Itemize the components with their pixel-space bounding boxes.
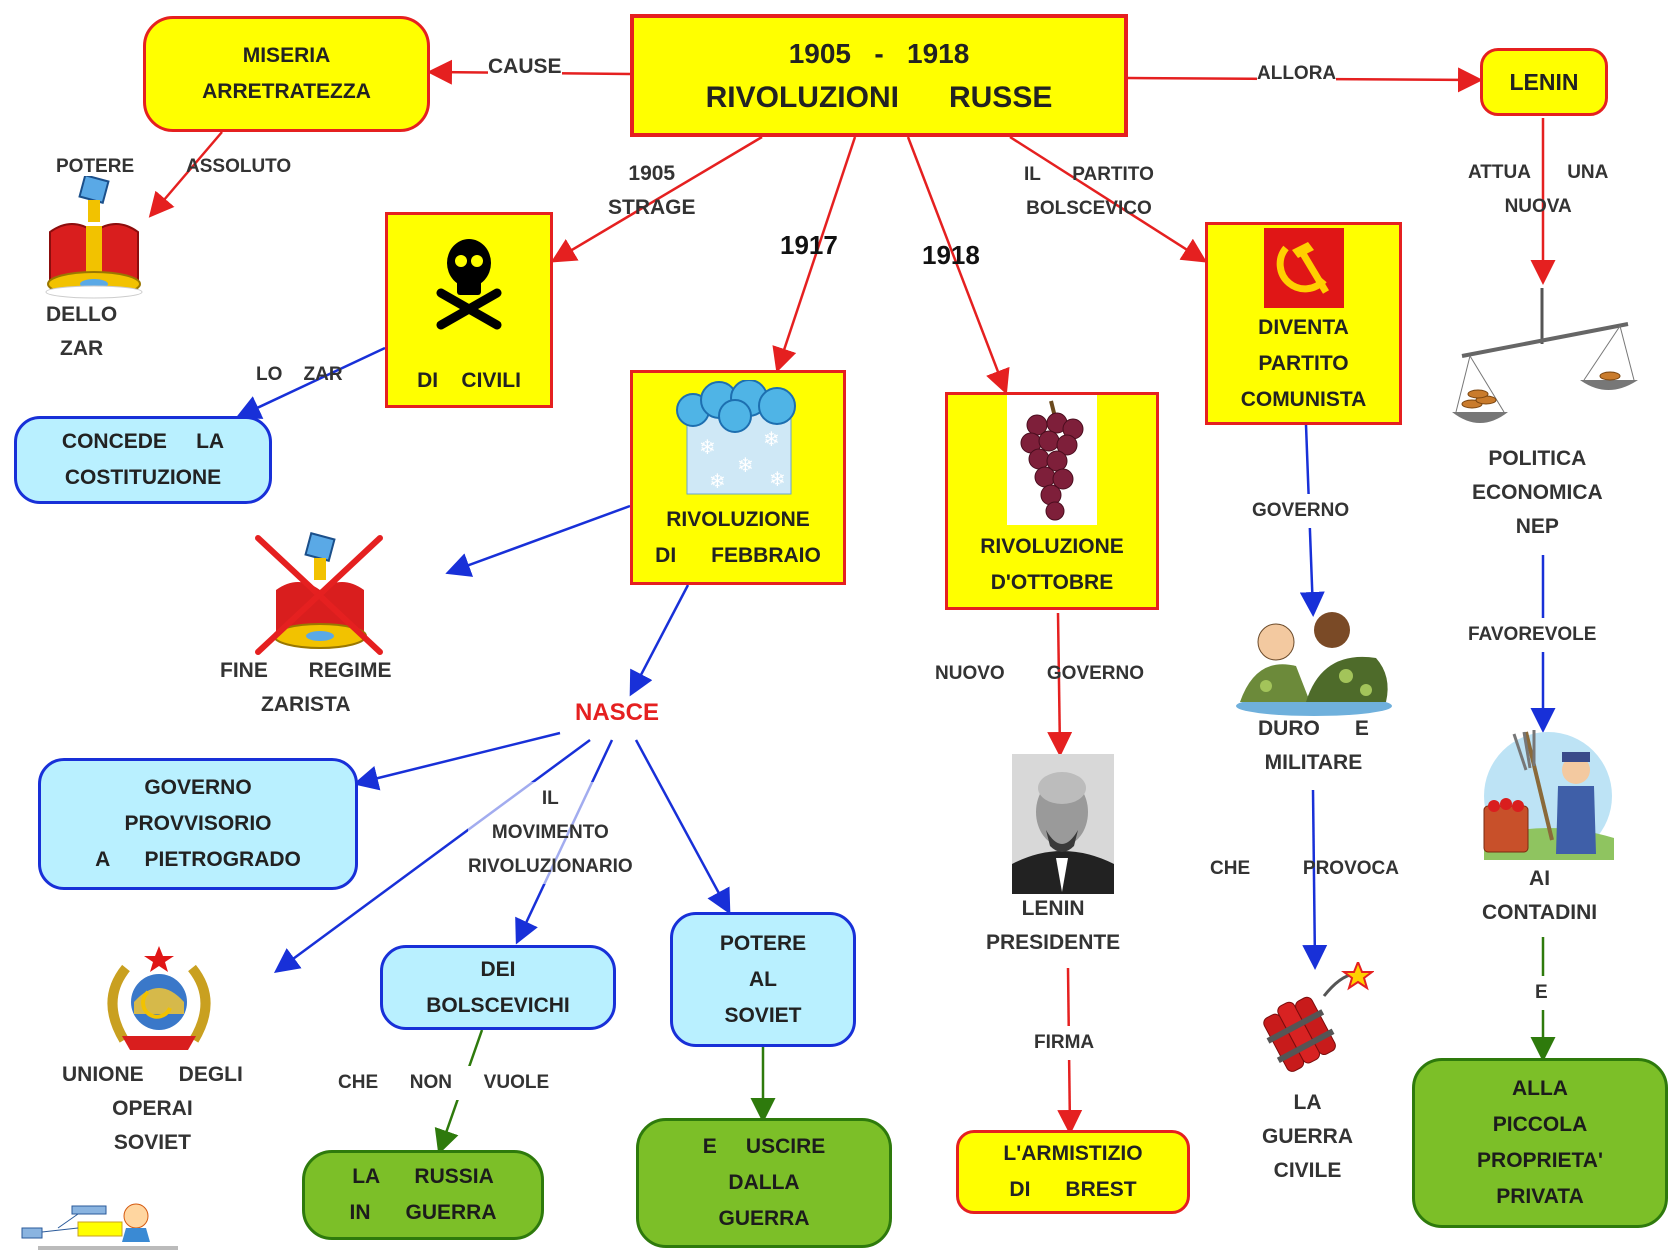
label-che-provoca: CHE PROVOCA [1210, 858, 1399, 879]
label-potere: POTERE [56, 156, 135, 177]
label-duro-militare: DURO E MILITARE [1258, 717, 1369, 774]
label-guerra-civile: LA GUERRA CIVILE [1262, 1091, 1354, 1182]
miseria-box[interactable]: MISERIA ARRETRATEZZA [143, 16, 430, 132]
farmer-icon [1483, 730, 1614, 860]
label-cause: CAUSE [488, 50, 562, 84]
piccola-proprieta-box[interactable]: ALLA PICCOLA PROPRIETA' PRIVATA [1412, 1058, 1668, 1228]
dynamite-icon [1263, 962, 1374, 1072]
label-dello-zar: DELLO ZAR [46, 303, 118, 360]
title-box[interactable]: 1905 - 1918 RIVOLUZIONI RUSSE [630, 14, 1128, 137]
label-governo: GOVERNO [1252, 494, 1350, 528]
lenin-top-box[interactable]: LENIN [1480, 48, 1608, 116]
label-il-partito: IL PARTITO BOLSCEVICO [1024, 164, 1154, 219]
label-1918: 1918 [922, 240, 980, 270]
skull-icon [436, 239, 502, 330]
lenin-portrait-icon [1012, 754, 1114, 894]
civili-label: DI CIVILI [417, 369, 521, 392]
logo-icon [21, 1203, 178, 1250]
svg-text:❄: ❄ [737, 453, 754, 477]
governo-provvisorio-box[interactable]: GOVERNO PROVVISORIO A PIETROGRADO [38, 758, 358, 890]
label-fine-regime: FINE REGIME ZARISTA [220, 659, 392, 716]
uscire-guerra-box[interactable]: E USCIRE DALLA GUERRA [636, 1118, 892, 1248]
label-e: E [1535, 976, 1548, 1010]
ussr-emblem-icon [107, 946, 211, 1050]
label-1917: 1917 [780, 230, 838, 260]
label-allora: ALLORA [1257, 57, 1337, 91]
potere-soviet-box[interactable]: POTERE AL SOVIET [670, 912, 856, 1047]
label-che-non-vuole: CHE NON VUOLE [338, 1066, 550, 1100]
label-firma: FIRMA [1034, 1026, 1095, 1060]
label-politica-nep: POLITICA ECONOMICA NEP [1472, 447, 1603, 538]
snow-cloud-icon: ❄ ❄ ❄ ❄ ❄ [676, 380, 796, 495]
label-unione: UNIONE DEGLI OPERAI SOVIET [62, 1063, 243, 1154]
febbraio-box[interactable]: ❄ ❄ ❄ ❄ ❄ RIVOLUZIONE DI FEBBRAIO [630, 370, 846, 585]
svg-text:❄: ❄ [699, 435, 716, 459]
bolscevichi-box[interactable]: DEI BOLSCEVICHI [380, 945, 616, 1030]
label-attua-nuova: ATTUA UNA NUOVA [1468, 162, 1609, 217]
label-ai-contadini: AI CONTADINI [1482, 867, 1598, 924]
label-nasce: NASCE [575, 699, 660, 726]
label-lo-zar: LO ZAR [256, 364, 343, 385]
comunista-box[interactable]: DIVENTA PARTITO COMUNISTA [1205, 222, 1402, 425]
crown-icon [45, 176, 143, 299]
civili-box[interactable]: DI CIVILI [385, 212, 553, 408]
label-movimento: IL MOVIMENTO RIVOLUZIONARIO [468, 782, 633, 884]
soldiers-icon [1236, 612, 1392, 716]
svg-text:❄: ❄ [709, 469, 726, 493]
hammer-sickle-icon [1263, 228, 1344, 308]
label-nuovo-governo: NUOVO GOVERNO [935, 663, 1145, 684]
scale-icon [1452, 288, 1638, 423]
ottobre-box[interactable]: RIVOLUZIONE D'OTTOBRE [945, 392, 1159, 610]
label-assoluto: ASSOLUTO [186, 156, 292, 177]
title-main: RIVOLUZIONI RUSSE [705, 80, 1053, 114]
crossed-crown-icon [255, 532, 383, 655]
svg-text:❄: ❄ [763, 427, 780, 451]
label-lenin-presidente: LENIN PRESIDENTE [986, 897, 1121, 954]
comunista-label: DIVENTA PARTITO COMUNISTA [1240, 316, 1367, 411]
russia-guerra-box[interactable]: LA RUSSIA IN GUERRA [302, 1150, 544, 1240]
ottobre-label: RIVOLUZIONE D'OTTOBRE [980, 535, 1124, 594]
armistizio-box[interactable]: L'ARMISTIZIO DI BREST [956, 1130, 1190, 1214]
svg-text:❄: ❄ [769, 467, 786, 491]
title-years: 1905 - 1918 [788, 37, 970, 69]
grapes-icon [1007, 395, 1097, 525]
febbraio-label: RIVOLUZIONE DI FEBBRAIO [655, 508, 821, 567]
label-strage: 1905 STRAGE [608, 162, 696, 219]
costituzione-box[interactable]: CONCEDE LA COSTITUZIONE [14, 416, 272, 504]
label-favorevole: FAVOREVOLE [1468, 618, 1597, 652]
